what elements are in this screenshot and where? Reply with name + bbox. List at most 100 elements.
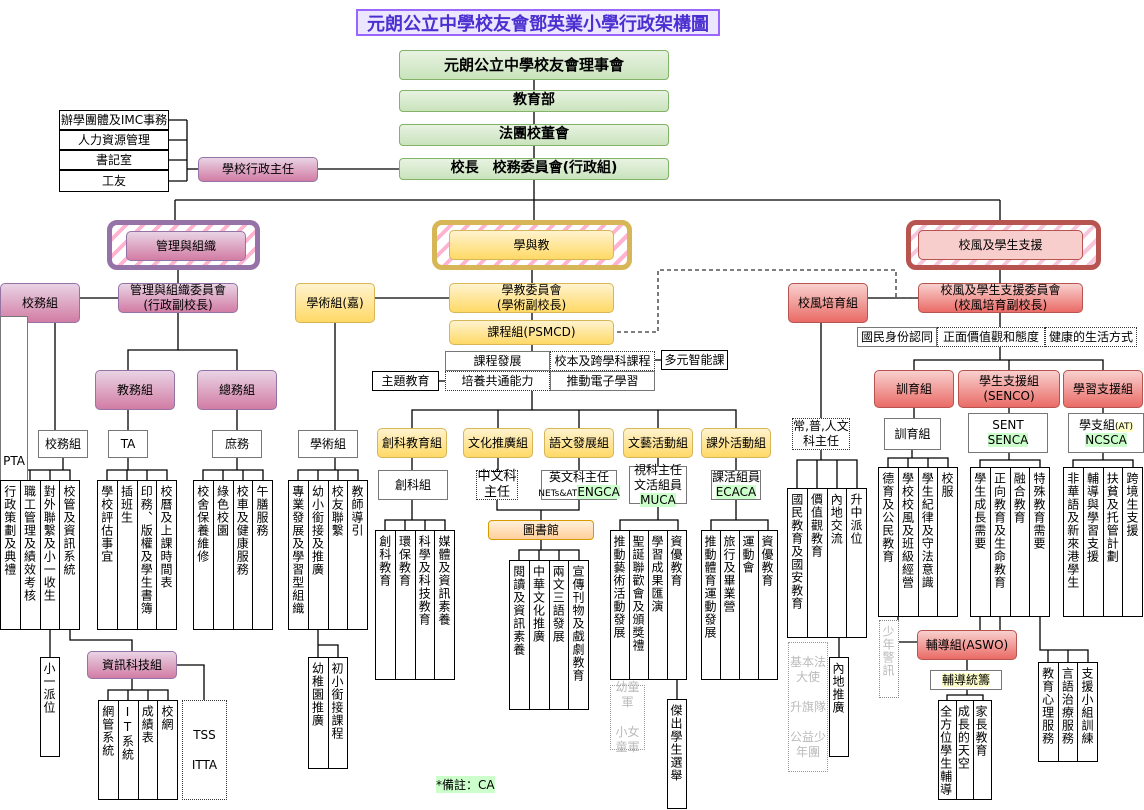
general-services-group[interactable]: 總務組 <box>197 370 277 410</box>
multi-box[interactable]: 多元智能課 <box>661 350 728 370</box>
academic-affairs-group[interactable]: 教務組 <box>95 370 175 410</box>
column-item[interactable]: 成績表 <box>139 701 159 799</box>
column-item[interactable]: 跨境生支援 <box>1125 472 1139 537</box>
language-group[interactable]: 語文發展組 <box>544 428 614 458</box>
column-item[interactable]: IT系統 <box>119 701 139 799</box>
column-item[interactable]: 初小銜接課程 <box>330 662 344 740</box>
uniform-box[interactable]: 幼童軍 小女童軍 <box>610 680 645 754</box>
eca-group[interactable]: 課外活動組 <box>701 428 771 458</box>
admin-item[interactable]: 書記室 <box>59 150 169 170</box>
column-item[interactable]: 綠色校園 <box>214 481 234 629</box>
column-item[interactable]: 資優教育 <box>669 535 683 587</box>
value-box[interactable]: 健康的生活方式 <box>1045 327 1137 347</box>
column-item[interactable]: 科學及科技教育 <box>416 531 436 679</box>
column-item[interactable]: 網管系統 <box>99 701 119 799</box>
column-item[interactable]: 運動會 <box>740 531 759 679</box>
edb-box[interactable]: 教育部 <box>399 90 669 112</box>
column-item[interactable]: 價值觀教育 <box>808 489 828 637</box>
column-item[interactable]: 傑出學生選舉 <box>669 704 683 782</box>
grid-cell[interactable]: 課程發展 <box>445 351 550 371</box>
ta-box[interactable]: TA <box>108 430 148 458</box>
column-item[interactable]: 資優教育 <box>760 535 774 587</box>
column-item[interactable]: 教育心理服務 <box>1039 663 1059 761</box>
column-item[interactable]: 校舍保養維修 <box>194 481 214 629</box>
column-item[interactable]: 旅行及畢業營 <box>721 531 740 679</box>
moral-extra[interactable]: 基本法大使 升旗隊 公益少年團 <box>788 642 828 772</box>
column-item[interactable]: 輔導與學習支援 <box>1084 468 1104 616</box>
column-item[interactable]: 行政策劃及典禮 <box>1 481 21 629</box>
column-item[interactable]: 校網 <box>160 705 174 731</box>
column-item[interactable]: 宣傳刊物及戲劇教育 <box>571 565 585 682</box>
column-item[interactable]: 學校校風及班級經營 <box>899 468 919 616</box>
admin-item[interactable]: 辦學團體及IMC事務 <box>59 110 169 130</box>
column-item[interactable]: 內地推廣 <box>831 662 845 714</box>
column-item[interactable]: 成長的天空 <box>957 701 975 799</box>
column-item[interactable]: 推動藝術活動發展 <box>611 531 630 679</box>
column-item[interactable]: 閱讀及資訊素養 <box>510 561 530 709</box>
column-item[interactable]: 教師導引 <box>350 485 364 537</box>
management-committee[interactable]: 管理與組織委員會(行政副校長) <box>118 283 238 313</box>
tss-box[interactable]: TSS ITTA <box>182 700 227 800</box>
principal-box[interactable]: 校長 校務委員會(行政組) <box>399 158 669 180</box>
column-item[interactable]: 校服 <box>940 472 954 498</box>
services-box[interactable]: 庶務 <box>212 430 262 458</box>
admin-item[interactable]: 工友 <box>59 170 169 192</box>
column-item[interactable]: 兩文三語發展 <box>550 561 570 709</box>
column-item[interactable]: 幼稚園推廣 <box>309 658 329 768</box>
column-item[interactable]: 特殊教育需要 <box>1032 472 1046 550</box>
column-item[interactable]: 非華語及新來港學生 <box>1064 468 1084 616</box>
curriculum-group[interactable]: 課程組(PSMCD) <box>449 320 614 345</box>
value-box[interactable]: 國民身份認同 <box>857 327 937 347</box>
management-domain[interactable]: 管理與組織 <box>126 231 246 261</box>
column-item[interactable]: 校友聯繫 <box>329 481 349 629</box>
admin-item[interactable]: 人力資源管理 <box>59 130 169 150</box>
culture-group[interactable]: 文化推廣組 <box>463 428 533 458</box>
column-item[interactable]: 少年警訊 <box>881 625 895 677</box>
column-item[interactable]: 推動體育運動發展 <box>702 531 721 679</box>
theme-box[interactable]: 主題教育 <box>372 371 439 391</box>
column-item[interactable]: 創科教育 <box>376 531 396 679</box>
council-box[interactable]: 元朗公立中學校友會理事會 <box>399 50 669 80</box>
column-item[interactable]: 插班生 <box>118 481 138 629</box>
library-box[interactable]: 圖書館 <box>488 520 594 540</box>
column-item[interactable]: 升中派位 <box>849 493 863 545</box>
arts-group[interactable]: 文藝活動組 <box>623 428 693 458</box>
pastoral-committee[interactable]: 校風及學生支援委員會(校風培育副校長) <box>918 283 1083 313</box>
aswo-group[interactable]: 輔導組(ASWO) <box>917 630 1017 660</box>
column-item[interactable]: 聖誕聯歡會及頒獎禮 <box>630 531 649 679</box>
column-item[interactable]: 印務、版權及學生書簿 <box>138 481 158 629</box>
column-item[interactable]: 媒體及資訊素養 <box>437 535 451 626</box>
grid-cell[interactable]: 培養共通能力 <box>445 371 550 391</box>
column-item[interactable]: 職工管理及績效考核 <box>21 481 41 629</box>
grid-cell[interactable]: 校本及跨學科課程 <box>550 351 655 371</box>
column-item[interactable]: 專業發展及學習型組織 <box>289 481 309 629</box>
academic-box[interactable]: 學術組 <box>298 430 358 458</box>
discipline-group[interactable]: 訓育組 <box>874 370 954 408</box>
ga-box[interactable]: 校務組 <box>38 430 88 458</box>
admin-head[interactable]: 學校行政主任 <box>198 157 318 182</box>
senco-group[interactable]: 學生支援組(SENCO) <box>958 370 1060 408</box>
column-item[interactable]: 校車及健康服務 <box>234 481 254 629</box>
column-item[interactable]: 對外聯繫及小一收生 <box>41 481 61 629</box>
it-group[interactable]: 資訊科技組 <box>87 651 177 679</box>
column-item[interactable]: 正向教育及生命教育 <box>991 468 1011 616</box>
column-item[interactable]: 全方位學生輔導 <box>939 701 957 799</box>
column-item[interactable]: 支援小組訓練 <box>1080 667 1095 745</box>
learning-committee[interactable]: 學教委員會(學術副校長) <box>449 283 614 313</box>
discipline-box[interactable]: 訓育組 <box>884 418 941 450</box>
column-item[interactable]: 學校評估事宜 <box>98 481 118 629</box>
column-item[interactable]: 學習成果匯演 <box>649 531 668 679</box>
column-item[interactable]: 德育及公民教育 <box>879 468 899 616</box>
moral-group[interactable]: 校風培育組 <box>788 283 868 323</box>
academic-group[interactable]: 學術組(嘉) <box>295 283 375 323</box>
learning-domain[interactable]: 學與教 <box>449 230 614 260</box>
grid-cell[interactable]: 推動電子學習 <box>550 371 655 391</box>
stem-box[interactable]: 創科組 <box>378 470 448 500</box>
column-item[interactable]: 融合教育 <box>1011 468 1031 616</box>
column-item[interactable]: 扶貧及托管計劃 <box>1104 468 1124 616</box>
column-item[interactable]: 言語治療服務 <box>1059 663 1079 761</box>
